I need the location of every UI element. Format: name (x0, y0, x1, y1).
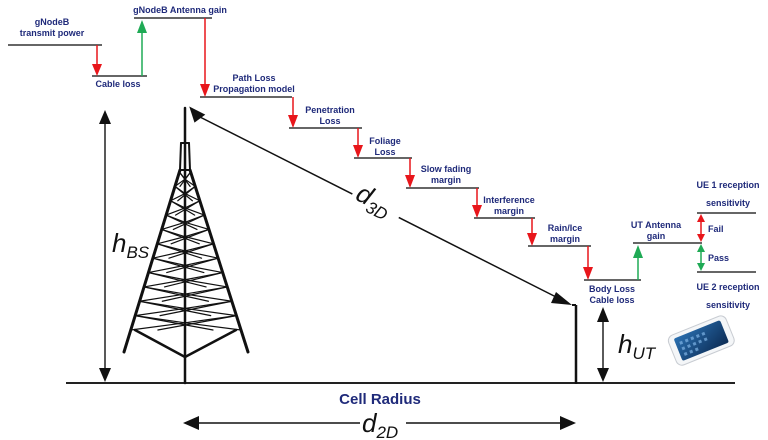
tower-lattice-brace (165, 214, 198, 231)
tower-lattice-brace (174, 185, 193, 202)
tower-lattice-brace (172, 214, 205, 231)
h-ut-arrow (597, 307, 609, 382)
tower-lattice-brace (169, 192, 186, 202)
label-rain-ice-1: Rain/Ice (548, 223, 583, 233)
loss-arrow-rain-ice (527, 218, 537, 246)
tower-lattice-brace (165, 207, 186, 216)
label-slow-fading-1: Slow fading (421, 164, 472, 174)
label-foliage-2: Loss (374, 147, 395, 157)
cell-radius-label: Cell Radius (339, 391, 421, 408)
tower-lattice-brace (152, 257, 205, 274)
tower-lattice-brace (184, 207, 205, 216)
tower-lattice-brace (184, 250, 219, 259)
tower-lattice-brace (143, 279, 186, 288)
h-bs-label: hBS (112, 228, 150, 262)
cell-tower-icon (122, 106, 250, 385)
tower-lattice-brace (174, 178, 186, 187)
h-ut-label: hUT (618, 329, 657, 363)
tower-lattice-brace (147, 271, 207, 288)
tower-lattice-brace (157, 315, 238, 331)
tower-lattice-brace (161, 221, 186, 231)
d-3d-label-bg (348, 175, 408, 227)
tower-lattice-brace (170, 228, 210, 245)
label-penetration-2: Loss (319, 116, 340, 126)
label-foliage-1: Foliage (369, 136, 401, 146)
tower-lattice-brace (169, 200, 196, 216)
tower-lattice-brace (179, 171, 192, 187)
tower-lattice-brace (177, 185, 196, 202)
tower-lattice-brace (156, 243, 203, 259)
tower-lattice-brace (166, 257, 219, 274)
tower-lattice-brace (184, 264, 224, 274)
label-interference-2: margin (494, 206, 524, 216)
h-bs-arrow (99, 110, 111, 382)
label-ue1-sensitivity-1: UE 1 reception (696, 180, 759, 190)
tower-lattice-brace (143, 286, 210, 302)
loss-arrow-cable (92, 45, 102, 76)
tower-lattice-brace (147, 264, 186, 274)
label-ut-antenna-2: gain (647, 231, 666, 241)
tower-lattice-brace (174, 200, 201, 216)
label-fail: Fail (708, 224, 724, 234)
label-pass: Pass (708, 253, 729, 263)
tower-lattice-brace (134, 307, 186, 317)
ut-pole (572, 304, 578, 384)
fail-arrow (697, 214, 705, 242)
label-path-loss-1: Path Loss (232, 73, 275, 83)
loss-arrow-slow-fading (405, 158, 415, 188)
d-2d-label-bg (360, 410, 406, 440)
label-path-loss-2: Propagation model (213, 84, 295, 94)
label-ue2-sensitivity-2: sensitivity (706, 300, 750, 310)
label-interference-1: Interference (483, 195, 535, 205)
label-ut-antenna-1: UT Antenna (631, 220, 682, 230)
tower-lattice-brace (156, 236, 186, 245)
tower-lattice-brace (184, 293, 233, 302)
tower-lattice-brace (184, 192, 201, 202)
tower-lattice-brace (152, 250, 186, 259)
tower-lattice-brace (161, 286, 228, 302)
tower-lattice-brace (159, 300, 233, 317)
loss-arrow-body-loss (583, 246, 593, 280)
tower-lattice-brace (161, 228, 200, 245)
d-2d-label: d2D (362, 408, 398, 440)
label-cable-loss: Cable loss (95, 79, 140, 89)
tower-lattice-brace (184, 236, 215, 245)
label-gnodeb-antenna-gain: gNodeB Antenna gain (133, 5, 227, 15)
label-rain-ice-2: margin (550, 234, 580, 244)
label-slow-fading-2: margin (431, 175, 461, 185)
label-body-loss-2: Cable loss (589, 295, 634, 305)
tower-lattice-brace (139, 293, 186, 302)
label-ue2-sensitivity-1: UE 2 reception (696, 282, 759, 292)
pass-arrow (697, 244, 705, 271)
label-body-loss-1: Body Loss (589, 284, 635, 294)
tower-lattice-brace (184, 279, 228, 288)
tower-lattice-brace (168, 243, 215, 259)
label-ue1-sensitivity-2: sensitivity (706, 198, 750, 208)
link-budget-staircase: gNodeB transmit power Cable loss gNodeB … (8, 5, 760, 310)
tower-lattice-brace (184, 322, 242, 331)
tower-lattice-brace (184, 307, 238, 317)
tower-lattice-brace (134, 315, 214, 331)
smartphone-icon (667, 315, 735, 366)
tower-lattice-brace (184, 178, 196, 187)
loss-arrow-path-loss (200, 18, 210, 97)
gain-arrow-gnodeb-antenna (137, 20, 147, 76)
tower-lattice-brace (163, 271, 224, 288)
label-penetration-1: Penetration (305, 105, 355, 115)
tower-lattice-brace (130, 322, 186, 331)
label-transmit-power-2: transmit power (20, 28, 85, 38)
tower-lattice-brace (139, 300, 212, 317)
tower-lattice-brace (184, 221, 210, 231)
label-transmit-power-1: gNodeB (35, 17, 70, 27)
loss-arrow-penetration (288, 97, 298, 128)
loss-arrow-interference (472, 188, 482, 218)
gain-arrow-ut-antenna (633, 245, 643, 280)
loss-arrow-foliage (353, 128, 363, 158)
